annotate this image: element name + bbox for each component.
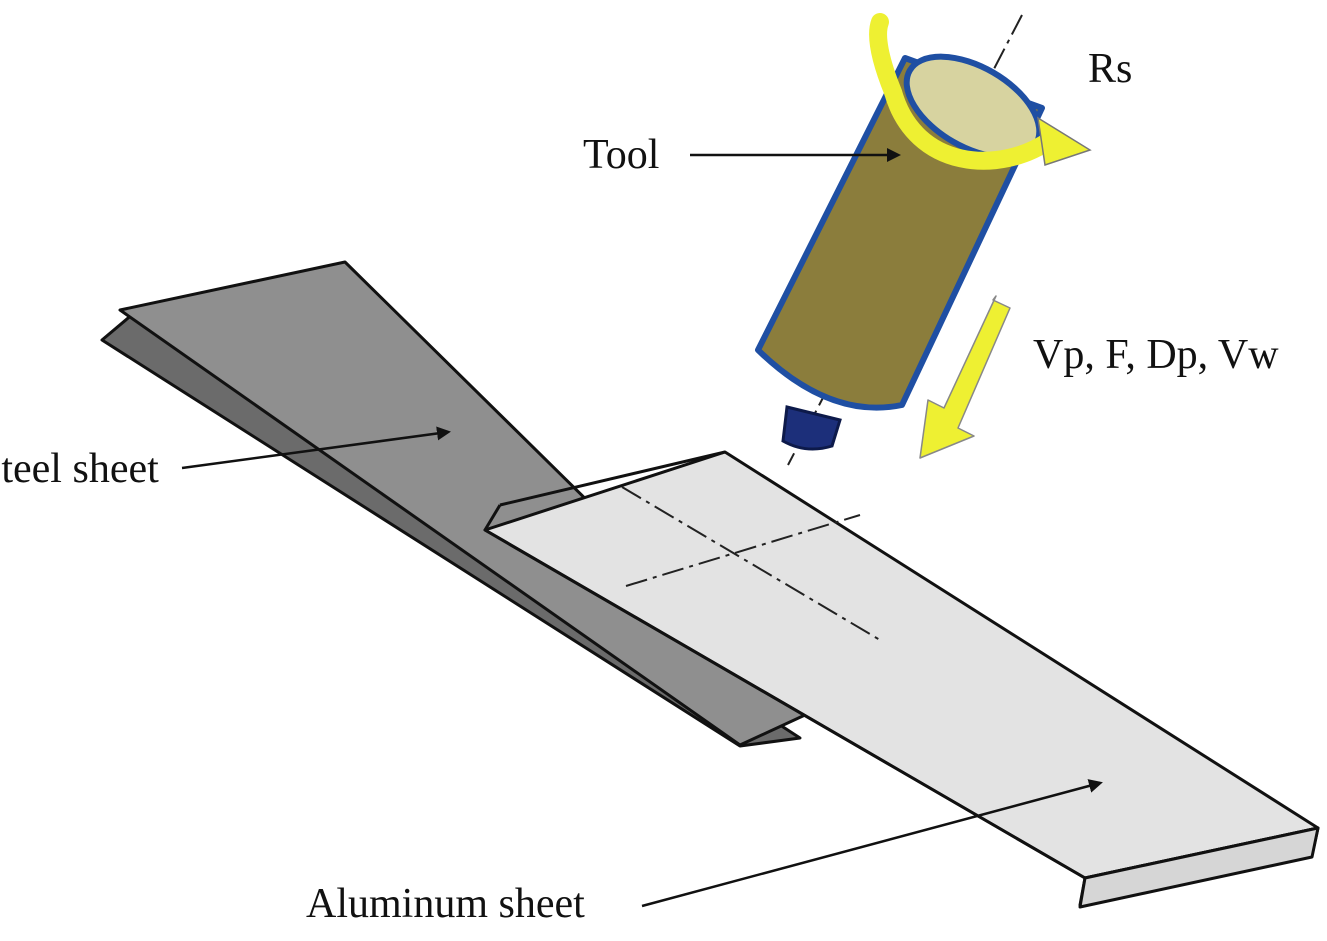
aluminum-sheet: [483, 450, 1320, 909]
rotation-arrow: [869, 13, 1092, 170]
aluminum-leader: [641, 779, 1103, 908]
aluminum-sheet-front-thickness: [1078, 826, 1320, 909]
steel-leader: [181, 426, 451, 470]
parameters-label: Vp, F, Dp, Vw: [1033, 332, 1279, 378]
tool-pin: [781, 405, 842, 451]
rotation-speed-label: Rs: [1088, 46, 1132, 92]
rotation-arrow-front: [884, 89, 1056, 170]
steel-sheet-label: Steel sheet: [0, 446, 159, 492]
leader-lines: [181, 148, 1103, 908]
aluminum-sheet-left-edge-top: [499, 450, 726, 507]
steel-sheet: [100, 260, 807, 748]
aluminum-sheet-left-edge: [483, 504, 502, 531]
aluminum-sheet-label: Aluminum sheet: [306, 881, 585, 927]
feed-arrow: [919, 295, 1011, 459]
feed-arrow-shape: [919, 295, 1011, 459]
tool: [755, 53, 1045, 451]
weld-centerline-longitudinal: [621, 486, 881, 641]
tool-label: Tool: [583, 132, 659, 178]
rotation-arrow-back: [869, 13, 902, 101]
rotation-arrowhead: [1037, 116, 1092, 166]
weld-centerline-transverse: [625, 514, 861, 587]
